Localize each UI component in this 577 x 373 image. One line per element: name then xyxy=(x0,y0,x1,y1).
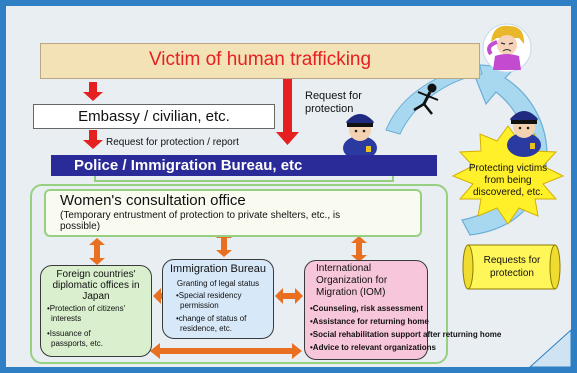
embassy-box xyxy=(33,104,275,129)
iom-item-line2: •Assistance for returning home xyxy=(310,317,429,326)
running-thief-icon xyxy=(413,83,439,115)
requests-scroll-line1: Requests for xyxy=(483,255,541,266)
iom-title-line1: International xyxy=(316,263,372,274)
foreign-item-line1: •Protection of citizens' xyxy=(47,304,126,313)
return-arrow xyxy=(385,65,483,135)
police-label: Police / Immigration Bureau, etc xyxy=(74,157,303,174)
immigration-item-line1: •Special residency xyxy=(176,291,242,300)
page-curl xyxy=(528,328,572,368)
foreign-title-line2: diplomatic offices in xyxy=(52,280,140,291)
orange-arrow-foreign xyxy=(89,238,105,265)
orange-arrow-immigration xyxy=(216,231,232,257)
victim-box xyxy=(40,43,480,79)
police-bar xyxy=(51,155,437,176)
request-protection-label-line1: Request for xyxy=(305,90,362,102)
foreign-item-line4: passports, etc. xyxy=(51,339,104,348)
foreign-title-line1: Foreign countries' xyxy=(56,269,136,280)
request-protection-report-label: Request for protection / report xyxy=(106,137,239,148)
foreign-diplomatic-offices xyxy=(40,265,152,357)
red-arrow-victim-to-police xyxy=(276,78,299,145)
iom-item-line3: •Social rehabilitation support after ret… xyxy=(310,330,502,339)
police-officer-icon xyxy=(343,114,377,160)
womens-office-subtitle-line1: (Temporary entrustment of protection to … xyxy=(60,210,341,221)
immigration-item-line2: permission xyxy=(180,301,219,310)
protecting-victims-line3: discovered, etc. xyxy=(472,187,544,198)
orange-arrow-immigration-iom xyxy=(275,288,303,304)
womens-office-subtitle-line2: possible) xyxy=(60,221,101,232)
immigration-item-line3: •change of status of xyxy=(176,314,247,323)
immigration-subtitle: Granting of legal status xyxy=(176,279,260,288)
iom-title-line3: Migration (IOM) xyxy=(316,287,386,298)
immigration-item-line4: residence, etc. xyxy=(180,324,233,333)
embassy-label: Embassy / civilian, etc. xyxy=(78,108,230,125)
red-arrow-embassy-to-police xyxy=(83,130,103,149)
police-officer-icon xyxy=(507,111,541,157)
foreign-item-line3: •Issuance of xyxy=(47,329,91,338)
requests-for-protection-scroll xyxy=(462,244,561,290)
iom-title-line2: Organization for xyxy=(316,275,388,286)
orange-arrow-bottom xyxy=(150,343,302,359)
protecting-victims-burst xyxy=(451,125,565,225)
womens-consultation-office xyxy=(44,189,422,237)
consultation-frame xyxy=(30,184,448,364)
iom-box xyxy=(304,260,428,360)
orange-arrow-iom xyxy=(351,236,367,262)
protecting-victims-line2: from being xyxy=(484,175,532,186)
womens-office-title: Women's consultation office xyxy=(60,192,246,209)
request-protection-label-line2: protection xyxy=(305,103,354,115)
victim-title: Victim of human trafficking xyxy=(148,49,372,70)
iom-item-line4: •Advice to relevant organizations xyxy=(310,343,436,352)
iom-item-line1: •Counseling, risk assessment xyxy=(310,304,424,313)
red-arrow-victim-to-embassy xyxy=(83,82,103,101)
foreign-title-line3: Japan xyxy=(82,291,110,302)
immigration-title: Immigration Bureau xyxy=(170,263,266,275)
immigration-bureau-box xyxy=(162,259,274,339)
protecting-victims-line1: Protecting victims xyxy=(468,163,548,174)
crying-woman-icon xyxy=(482,23,532,73)
foreign-item-line2: interests xyxy=(51,314,82,323)
requests-scroll-line2: protection xyxy=(490,268,534,279)
